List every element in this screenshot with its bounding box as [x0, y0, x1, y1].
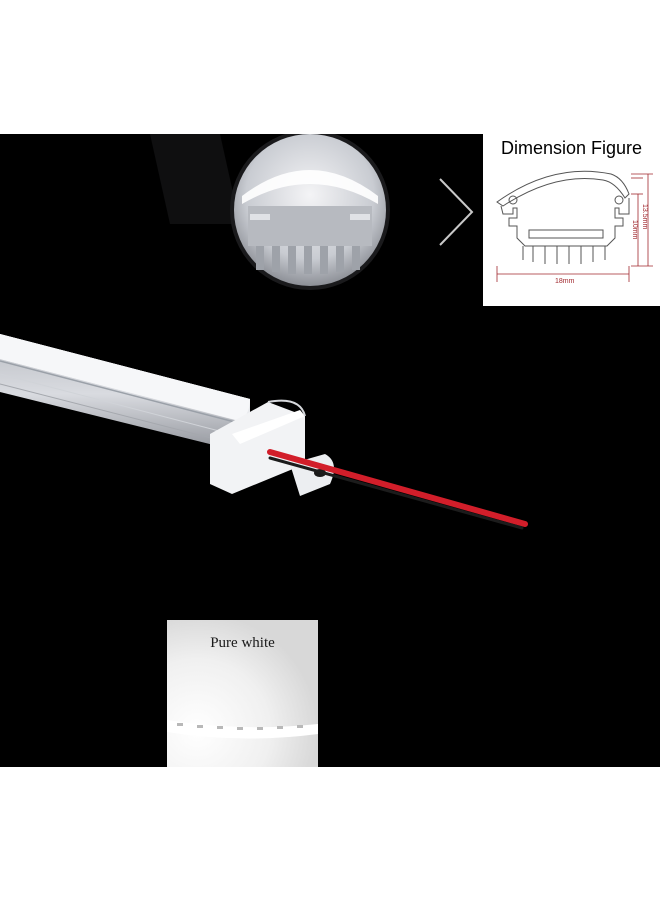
chevron-right-icon [439, 178, 474, 246]
light-glow [167, 620, 318, 767]
color-swatch: Pure white [167, 620, 318, 767]
height-dimension-label: 10mm [631, 220, 638, 240]
red-wire [267, 449, 528, 527]
dimension-figure-title: Dimension Figure [500, 138, 643, 158]
led-bar [0, 334, 251, 454]
dimension-drawing: 18mm 10mm 13.5mm [496, 170, 653, 285]
total-height-dimension-label: 13.5mm [641, 204, 648, 229]
reflection-shape [150, 134, 240, 224]
product-photo: Dimension Figure [0, 134, 660, 767]
led-bar-illustration [0, 134, 528, 530]
swatch-label: Pure white [210, 635, 275, 651]
dimension-figure: Dimension Figure [483, 134, 660, 306]
profile-closeup [230, 134, 390, 290]
width-dimension-label: 18mm [555, 278, 575, 285]
black-wire [268, 456, 524, 530]
